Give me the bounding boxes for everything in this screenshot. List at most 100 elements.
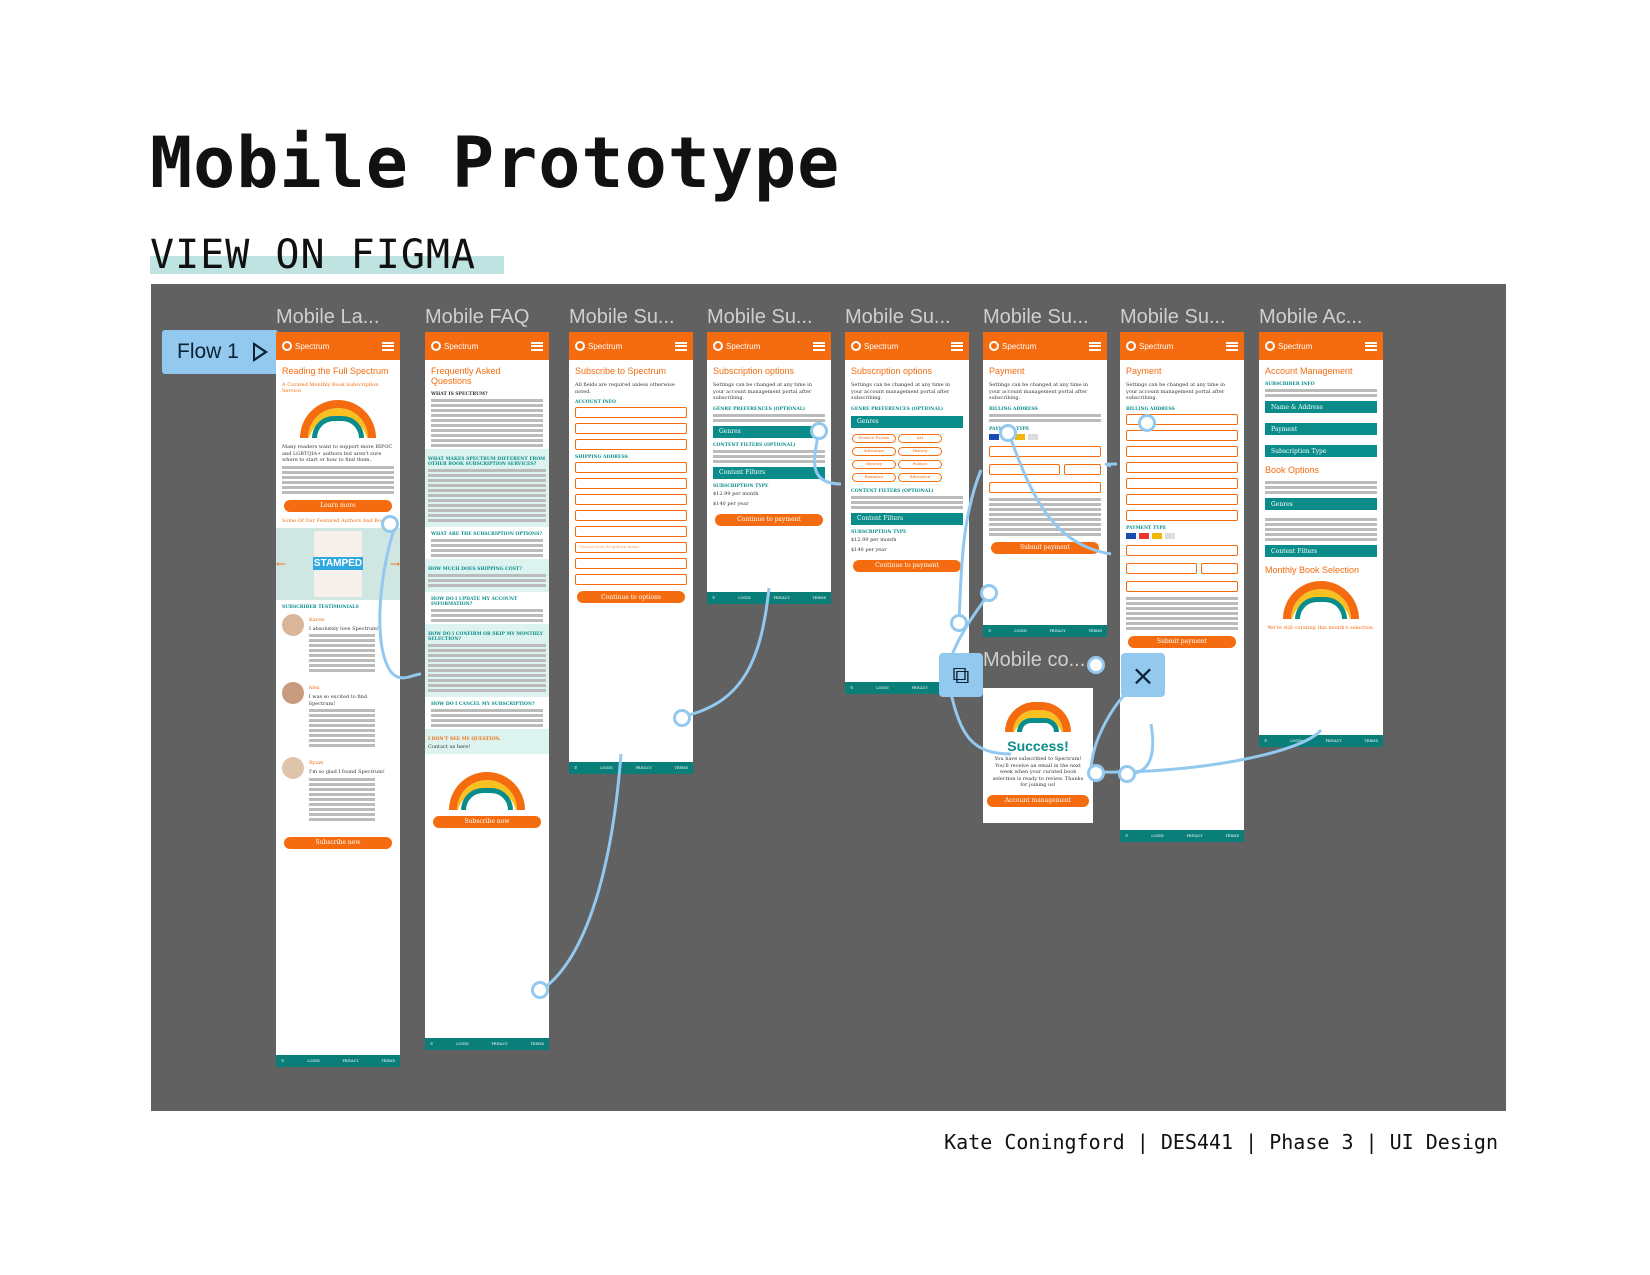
applepay-icon[interactable] — [1028, 433, 1038, 440]
frame-label-account[interactable]: Mobile Ac... — [1259, 306, 1363, 328]
paypal-icon[interactable] — [1152, 532, 1162, 539]
footer-terms-link[interactable]: TERMS — [674, 766, 688, 770]
zip-field[interactable] — [575, 558, 687, 569]
name-address-expander[interactable]: Name & Address — [1265, 401, 1377, 413]
footer-terms-link[interactable]: TERMS — [1225, 834, 1239, 838]
credit-card-field[interactable] — [989, 445, 1101, 457]
connector-start-node[interactable] — [381, 515, 399, 533]
connector-start-node[interactable] — [1087, 764, 1105, 782]
continue-to-payment-button[interactable]: Continue to payment — [853, 559, 961, 572]
footer-terms-link[interactable]: TERMS — [381, 1059, 395, 1063]
genre-tag[interactable]: Art — [898, 433, 942, 443]
footer-login-link[interactable]: LOGIN — [600, 766, 613, 770]
hamburger-menu-icon[interactable] — [382, 341, 394, 351]
street-address-field[interactable] — [1126, 445, 1238, 457]
footer-privacy-link[interactable]: PRIVACY — [1049, 629, 1066, 633]
genre-tag[interactable]: History — [898, 446, 942, 456]
screen-options-expanded[interactable]: Spectrum Subscription options Settings c… — [845, 332, 969, 694]
screen-confirmation[interactable]: Success! You have subscribed to Spectrum… — [983, 688, 1093, 823]
genres-expander[interactable]: Genres — [713, 425, 825, 438]
contact-link[interactable]: Contact us here! — [428, 744, 471, 750]
yearly-option[interactable]: $140 per year — [713, 501, 749, 507]
content-filters-expander[interactable]: Content Filters — [851, 512, 963, 525]
screen-landing[interactable]: Spectrum Reading the Full Spectrum A Cur… — [276, 332, 400, 1067]
genres-expander[interactable]: Genres — [851, 415, 963, 428]
footer-login-link[interactable]: LOGIN — [876, 686, 889, 690]
footer-privacy-link[interactable]: PRIVACY — [911, 686, 928, 690]
carousel-left-icon[interactable]: ← — [276, 556, 287, 571]
hamburger-menu-icon[interactable] — [1365, 341, 1377, 351]
account-management-button[interactable]: Account management — [987, 794, 1089, 807]
hamburger-menu-icon[interactable] — [531, 341, 543, 351]
figma-canvas[interactable]: Mobile La... Mobile FAQ Mobile Su... Mob… — [151, 284, 1506, 1111]
screen-payment-2[interactable]: Spectrum Payment Settings can be changed… — [1120, 332, 1244, 842]
genre-tag[interactable]: Romance — [852, 472, 896, 482]
connector-start-node[interactable] — [673, 709, 691, 727]
cvv-field[interactable] — [1064, 463, 1101, 475]
phone-field[interactable] — [575, 574, 687, 585]
apartment-field[interactable] — [575, 510, 687, 521]
monthly-option[interactable]: $12.99 per month — [713, 490, 759, 497]
last-name-field[interactable] — [575, 478, 687, 489]
first-name-field[interactable] — [575, 462, 687, 473]
flow-start-button[interactable]: Flow 1 — [162, 330, 278, 374]
zip-code-field[interactable] — [1126, 580, 1238, 592]
apartment-field[interactable] — [1126, 461, 1238, 473]
hamburger-menu-icon[interactable] — [675, 341, 687, 351]
frame-label-subscribe[interactable]: Mobile Su... — [569, 306, 675, 328]
connector-start-node[interactable] — [531, 981, 549, 999]
state-select[interactable] — [1126, 493, 1238, 505]
screen-options-collapsed[interactable]: Spectrum Subscription options Settings c… — [707, 332, 831, 604]
footer-login-link[interactable]: LOGIN — [1290, 739, 1303, 743]
view-on-figma-link[interactable]: VIEW ON FIGMA — [150, 232, 477, 278]
zip-field[interactable] — [1126, 509, 1238, 521]
footer-terms-link[interactable]: TERMS — [530, 1042, 544, 1046]
footer-terms-link[interactable]: TERMS — [1088, 629, 1102, 633]
genre-tag[interactable]: Education — [898, 472, 942, 482]
city-field[interactable] — [1126, 477, 1238, 489]
connector-start-node[interactable] — [999, 424, 1017, 442]
visa-icon[interactable] — [1126, 532, 1136, 539]
frame-label-options-2[interactable]: Mobile Su... — [845, 306, 951, 328]
hamburger-menu-icon[interactable] — [1226, 341, 1238, 351]
password-field[interactable] — [575, 423, 687, 434]
screen-subscribe[interactable]: Spectrum Subscribe to Spectrum All field… — [569, 332, 693, 774]
street-address-field[interactable] — [575, 494, 687, 505]
frame-label-faq[interactable]: Mobile FAQ — [425, 306, 530, 328]
footer-login-link[interactable]: LOGIN — [1151, 834, 1164, 838]
screen-payment-1[interactable]: Spectrum Payment Settings can be changed… — [983, 332, 1107, 637]
frame-label-options-1[interactable]: Mobile Su... — [707, 306, 813, 328]
subscribe-now-button[interactable]: Subscribe now — [433, 815, 541, 828]
frame-label-confirmation[interactable]: Mobile co... — [983, 649, 1086, 671]
carousel-right-icon[interactable]: → — [389, 556, 400, 571]
cvv-field[interactable] — [1201, 562, 1238, 574]
connector-start-node[interactable] — [1138, 414, 1156, 432]
footer-login-link[interactable]: LOGIN — [1014, 629, 1027, 633]
confirm-password-field[interactable] — [575, 439, 687, 450]
genre-tag[interactable]: Science Fiction — [852, 433, 896, 443]
genre-tag[interactable]: Adventure — [852, 446, 896, 456]
continue-to-options-button[interactable]: Continue to options — [577, 591, 685, 603]
footer-privacy-link[interactable]: PRIVACY — [1186, 834, 1203, 838]
footer-login-link[interactable]: LOGIN — [456, 1042, 469, 1046]
footer-terms-link[interactable]: TERMS — [812, 596, 826, 600]
email-field[interactable] — [575, 407, 687, 418]
connector-start-node[interactable] — [1087, 656, 1105, 674]
visa-icon[interactable] — [989, 433, 999, 440]
subscription-type-expander[interactable]: Subscription Type — [1265, 445, 1377, 457]
footer-privacy-link[interactable]: PRIVACY — [342, 1059, 359, 1063]
payment-type-icons[interactable] — [1126, 532, 1238, 539]
book-carousel[interactable]: ← STAMPED → — [276, 527, 400, 600]
learn-more-button[interactable]: Learn more — [284, 499, 392, 512]
frame-label-landing[interactable]: Mobile La... — [276, 306, 380, 328]
genre-tag[interactable]: Politics — [898, 459, 942, 469]
screen-faq[interactable]: Spectrum Frequently Asked Questions WHAT… — [425, 332, 549, 1050]
subscribe-now-button[interactable]: Subscribe now — [284, 836, 392, 849]
monthly-option[interactable]: $12.99 per month — [851, 536, 897, 543]
credit-card-field[interactable] — [1126, 544, 1238, 556]
genres-expander[interactable]: Genres — [1265, 498, 1377, 510]
yearly-option[interactable]: $140 per year — [851, 547, 887, 553]
hamburger-menu-icon[interactable] — [813, 341, 825, 351]
applepay-icon[interactable] — [1165, 532, 1175, 539]
paypal-icon[interactable] — [1015, 433, 1025, 440]
